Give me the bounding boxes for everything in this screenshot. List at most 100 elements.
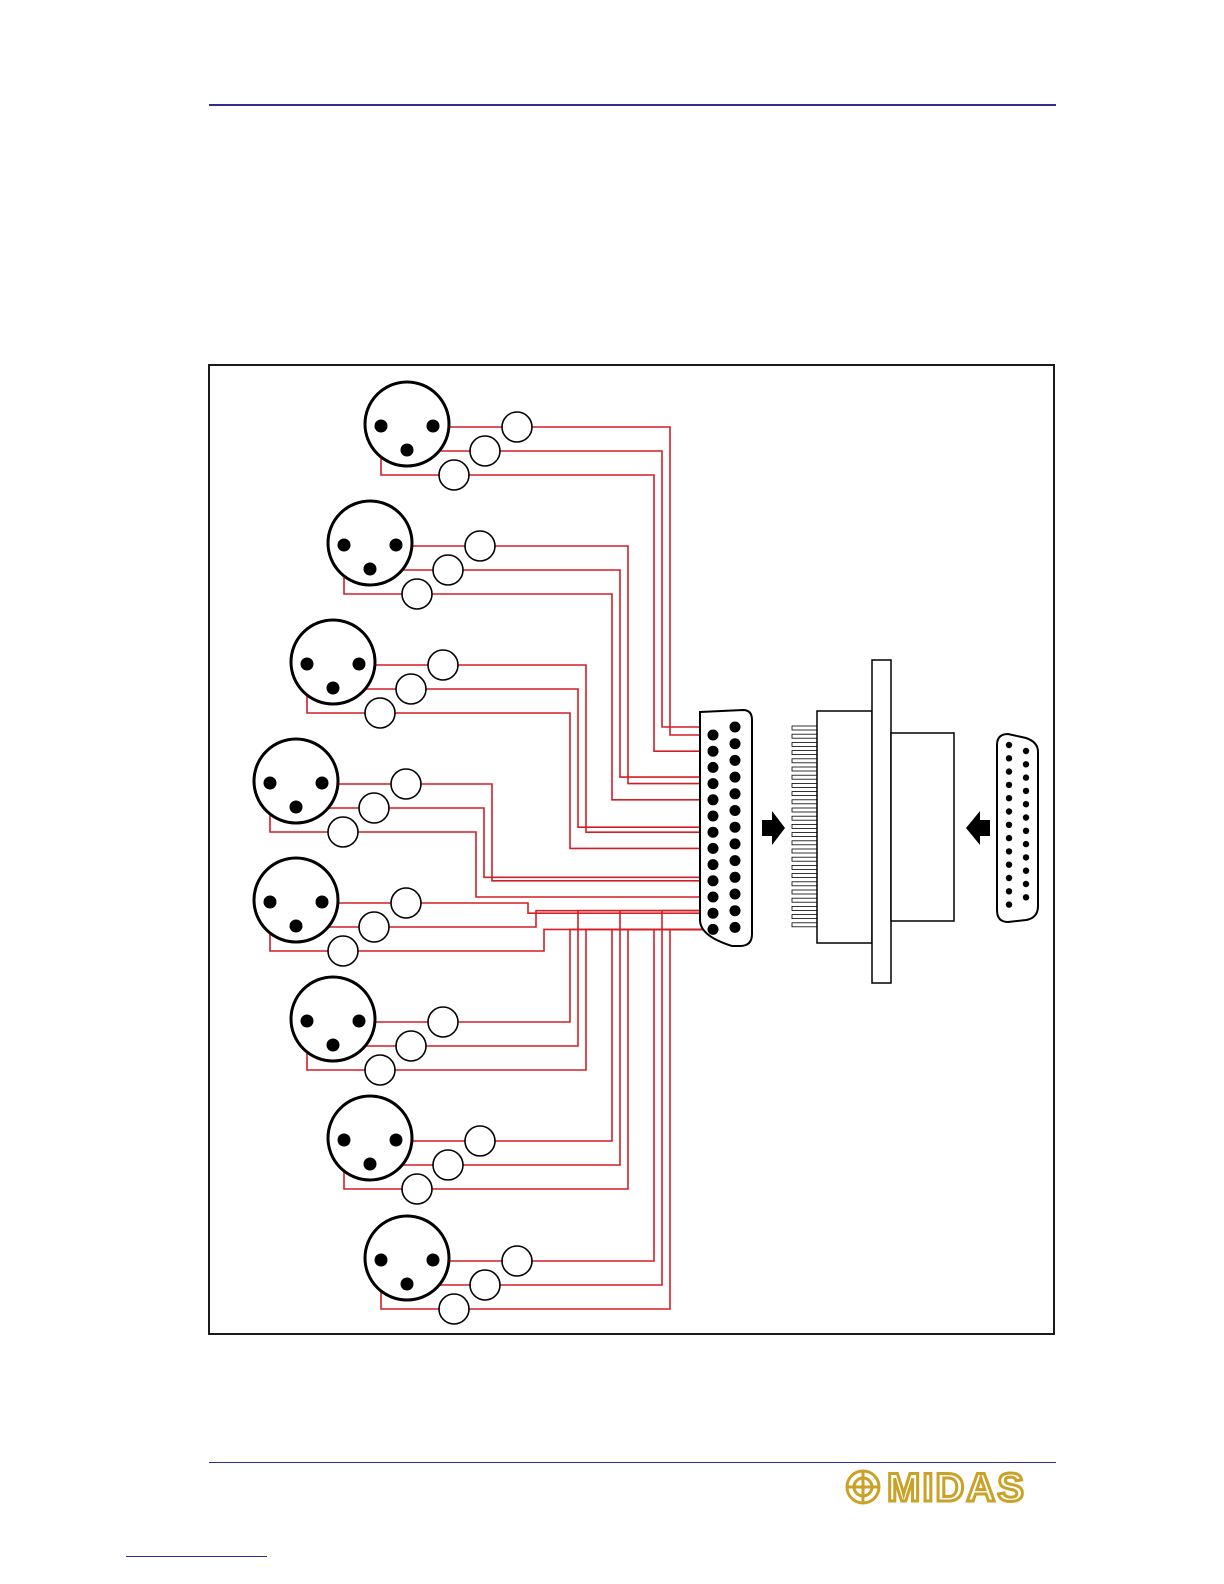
xlr-pin xyxy=(290,801,303,814)
xlr-pin xyxy=(427,420,440,433)
xlr-connector xyxy=(291,620,458,728)
xlr-pin xyxy=(290,920,303,933)
pin-label-circle xyxy=(402,1174,432,1204)
side-pin xyxy=(792,915,818,919)
side-pin xyxy=(792,734,818,738)
pin-label-circle xyxy=(502,412,532,442)
side-pin xyxy=(792,800,818,804)
xlr-pin xyxy=(401,444,414,457)
dsub-pin xyxy=(708,794,719,805)
pin-label-circle xyxy=(502,1246,532,1276)
side-pin xyxy=(792,865,818,869)
xlr-pin xyxy=(375,1254,388,1267)
dsub-pin xyxy=(708,746,719,757)
xlr-pin xyxy=(390,1134,403,1147)
xlr-connector xyxy=(291,977,458,1085)
mating-pin xyxy=(1006,848,1012,854)
xlr-pin xyxy=(327,682,340,695)
wire xyxy=(322,902,713,913)
pin-label-circle xyxy=(396,674,426,704)
dsub-pin xyxy=(708,811,719,822)
xlr-connector xyxy=(365,382,532,490)
side-pin xyxy=(792,898,818,902)
xlr-pin xyxy=(327,1039,340,1052)
pin-label-circle xyxy=(391,769,421,799)
dsub-pin xyxy=(730,788,741,799)
mating-pin xyxy=(1023,814,1029,820)
pin-label-circle xyxy=(328,936,358,966)
pin-label-circle xyxy=(396,1031,426,1061)
xlr-pin xyxy=(427,1254,440,1267)
xlr-connector xyxy=(328,501,495,609)
dsub-pin xyxy=(730,905,741,916)
mating-pin xyxy=(1006,888,1012,894)
xlr-pin xyxy=(375,420,388,433)
xlr-pin xyxy=(301,1015,314,1028)
mating-pin xyxy=(1006,822,1012,828)
mating-pin xyxy=(1023,828,1029,834)
dsub-pin xyxy=(708,762,719,773)
mating-pin xyxy=(1023,841,1029,847)
xlr-pin xyxy=(338,1134,351,1147)
side-pin xyxy=(792,759,818,763)
dsub-pin xyxy=(708,859,719,870)
dsub-pin xyxy=(708,843,719,854)
pin-label-circle xyxy=(470,1270,500,1300)
wire xyxy=(407,450,735,727)
dsub-pin xyxy=(730,805,741,816)
dsub-pin xyxy=(730,738,741,749)
side-pin xyxy=(792,726,818,730)
pin-label-circle xyxy=(465,1126,495,1156)
xlr-pin xyxy=(316,896,329,909)
mating-pin xyxy=(1006,835,1012,841)
pin-label-circle xyxy=(465,531,495,561)
dsub-pin xyxy=(730,855,741,866)
pin-label-circle xyxy=(439,460,469,490)
wire xyxy=(333,911,735,1046)
dsub-pin xyxy=(730,755,741,766)
xlr-pin xyxy=(353,1015,366,1028)
xlr-pin xyxy=(316,777,329,790)
pin-label-circle xyxy=(470,436,500,466)
mating-pin xyxy=(1023,801,1029,807)
pin-label-circle xyxy=(328,817,358,847)
xlr-pin xyxy=(264,896,277,909)
pin-label-circle xyxy=(365,1055,395,1085)
pin-label-circle xyxy=(428,1007,458,1037)
midas-emblem-icon xyxy=(847,1471,879,1503)
wire xyxy=(407,911,735,1285)
xlr-connector xyxy=(328,1096,495,1204)
wire xyxy=(370,911,735,1165)
dsub-pin xyxy=(730,822,741,833)
dsub-pin xyxy=(708,778,719,789)
dsub25-connector-front xyxy=(700,710,752,946)
pin-label-circle xyxy=(365,698,395,728)
midas-logo: MIDAS xyxy=(843,1466,1059,1508)
side-pin xyxy=(792,923,818,927)
side-pin xyxy=(792,906,818,910)
side-pin xyxy=(792,882,818,886)
mating-pin xyxy=(1006,862,1012,868)
dsub-pin xyxy=(730,772,741,783)
pin-label-circle xyxy=(433,1150,463,1180)
mating-pin xyxy=(1023,774,1029,780)
mating-pin xyxy=(1006,755,1012,761)
brand-wordmark: MIDAS xyxy=(887,1466,1026,1508)
side-pin xyxy=(792,742,818,746)
pin-label-circle xyxy=(402,579,432,609)
mating-pin xyxy=(1023,894,1029,900)
arrow-left-icon xyxy=(966,811,990,845)
side-pin xyxy=(792,890,818,894)
xlr-pin xyxy=(338,539,351,552)
dsub-pin xyxy=(730,872,741,883)
mating-pin xyxy=(1006,768,1012,774)
mating-pin xyxy=(1006,875,1012,881)
pin-label-circle xyxy=(439,1294,469,1324)
mating-pin xyxy=(1023,761,1029,767)
mating-pin xyxy=(1006,782,1012,788)
xlr-connector-group xyxy=(254,382,532,1324)
xlr-pin xyxy=(364,1158,377,1171)
wire xyxy=(433,929,713,1261)
side-pin xyxy=(792,775,818,779)
pin-label-circle xyxy=(433,555,463,585)
